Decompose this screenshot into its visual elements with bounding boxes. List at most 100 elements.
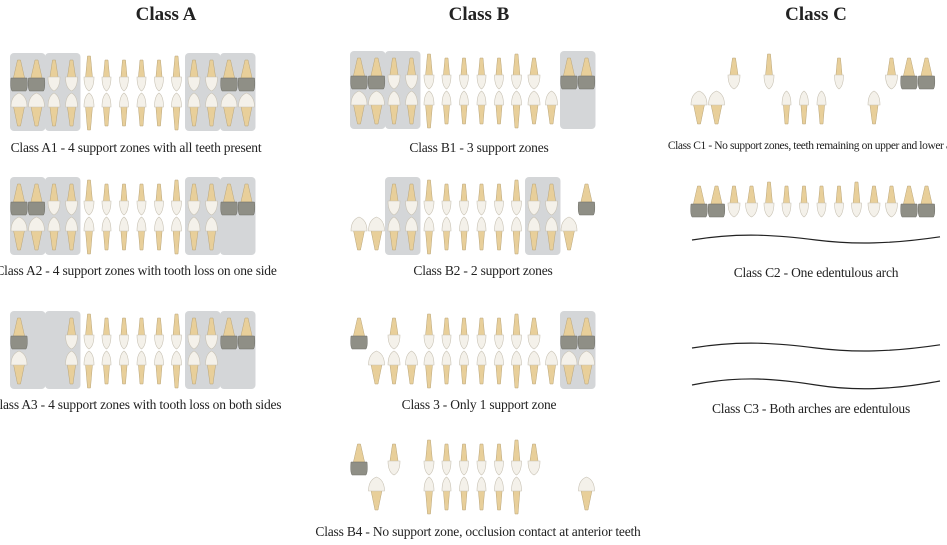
tooth-upper-2 bbox=[708, 186, 725, 217]
tooth-upper-1 bbox=[691, 186, 708, 217]
tooth-upper-14 bbox=[918, 58, 935, 89]
tooth-upper-13 bbox=[901, 186, 918, 217]
support-zone-3 bbox=[185, 311, 221, 389]
support-zone-4 bbox=[220, 311, 256, 389]
tooth-upper-5 bbox=[84, 180, 94, 215]
support-zone-2 bbox=[385, 51, 421, 129]
tooth-upper-6 bbox=[442, 318, 451, 349]
tooth-lower-6 bbox=[102, 351, 111, 384]
tooth-lower-10 bbox=[172, 93, 182, 130]
panel-a3-caption: Class A3 - 4 support zones with tooth lo… bbox=[0, 397, 281, 413]
tooth-lower-10 bbox=[172, 217, 182, 254]
tooth-upper-10 bbox=[512, 180, 522, 215]
tooth-upper-5 bbox=[764, 54, 774, 89]
tooth-lower-9 bbox=[495, 351, 504, 384]
tooth-upper-6 bbox=[442, 184, 451, 215]
tooth-lower-2 bbox=[369, 477, 385, 510]
tooth-lower-5 bbox=[84, 351, 94, 388]
tooth-lower-8 bbox=[477, 351, 486, 384]
tooth-lower-2 bbox=[709, 91, 725, 124]
tooth-upper-6 bbox=[102, 318, 111, 349]
tooth-upper-6 bbox=[782, 186, 791, 217]
tooth-upper-9 bbox=[495, 444, 504, 475]
tooth-lower-10 bbox=[512, 217, 522, 254]
support-zone-1 bbox=[350, 51, 386, 129]
panel-c1-caption: Class C1 - No support zones, teeth remai… bbox=[668, 140, 947, 152]
tooth-lower-11 bbox=[528, 91, 540, 124]
tooth-upper-11 bbox=[528, 444, 540, 475]
tooth-upper-8 bbox=[477, 318, 486, 349]
tooth-lower-8 bbox=[477, 217, 486, 250]
tooth-lower-7 bbox=[800, 91, 809, 124]
support-zone-4 bbox=[220, 177, 256, 255]
panel-a1-caption: Class A1 - 4 support zones with all teet… bbox=[11, 140, 262, 156]
panel-b4-figure bbox=[350, 436, 602, 516]
tooth-upper-6 bbox=[442, 444, 451, 475]
tooth-upper-5 bbox=[424, 54, 434, 89]
tooth-upper-8 bbox=[477, 444, 486, 475]
panel-a1-figure bbox=[10, 52, 262, 132]
support-zone-4 bbox=[220, 53, 256, 131]
support-zone-2 bbox=[45, 53, 81, 131]
support-zone-1 bbox=[10, 311, 46, 389]
tooth-upper-3 bbox=[388, 444, 400, 475]
tooth-upper-8 bbox=[817, 186, 826, 217]
tooth-lower-6 bbox=[442, 217, 451, 250]
column-title-class-c: Class C bbox=[716, 4, 916, 26]
tooth-upper-13 bbox=[901, 58, 918, 89]
tooth-upper-7 bbox=[120, 318, 129, 349]
tooth-upper-12 bbox=[886, 186, 898, 217]
tooth-lower-12 bbox=[546, 91, 558, 124]
tooth-upper-12 bbox=[886, 58, 898, 89]
edentulous-ridge bbox=[692, 379, 940, 389]
tooth-upper-8 bbox=[137, 184, 146, 215]
tooth-lower-7 bbox=[120, 351, 129, 384]
tooth-lower-5 bbox=[424, 351, 434, 388]
tooth-lower-6 bbox=[442, 91, 451, 124]
tooth-upper-9 bbox=[155, 60, 164, 91]
support-zone-3 bbox=[185, 177, 221, 255]
tooth-upper-10 bbox=[512, 54, 522, 89]
panel-a3-figure bbox=[10, 310, 262, 390]
panel-a2-figure bbox=[10, 176, 262, 256]
tooth-upper-8 bbox=[137, 60, 146, 91]
tooth-upper-6 bbox=[102, 60, 111, 91]
tooth-upper-9 bbox=[495, 184, 504, 215]
support-zone-1 bbox=[10, 177, 46, 255]
tooth-lower-8 bbox=[137, 351, 146, 384]
tooth-lower-9 bbox=[495, 217, 504, 250]
tooth-upper-14 bbox=[918, 186, 935, 217]
tooth-upper-1 bbox=[351, 444, 368, 475]
tooth-lower-5 bbox=[84, 93, 94, 130]
tooth-upper-11 bbox=[528, 318, 540, 349]
tooth-upper-10 bbox=[512, 314, 522, 349]
tooth-lower-8 bbox=[477, 477, 486, 510]
tooth-upper-7 bbox=[120, 60, 129, 91]
tooth-upper-8 bbox=[137, 318, 146, 349]
tooth-upper-5 bbox=[764, 182, 774, 217]
tooth-lower-1 bbox=[351, 217, 367, 250]
tooth-lower-8 bbox=[477, 91, 486, 124]
tooth-lower-7 bbox=[460, 91, 469, 124]
tooth-lower-13 bbox=[561, 217, 577, 250]
tooth-lower-1 bbox=[691, 91, 707, 124]
tooth-upper-7 bbox=[460, 318, 469, 349]
tooth-lower-4 bbox=[406, 351, 418, 384]
panel-c3-figure bbox=[690, 330, 942, 400]
tooth-upper-5 bbox=[84, 314, 94, 349]
tooth-upper-7 bbox=[120, 184, 129, 215]
tooth-lower-8 bbox=[137, 93, 146, 126]
tooth-lower-10 bbox=[172, 351, 182, 388]
tooth-upper-9 bbox=[835, 58, 844, 89]
tooth-upper-9 bbox=[155, 184, 164, 215]
tooth-lower-12 bbox=[546, 351, 558, 384]
tooth-lower-7 bbox=[460, 217, 469, 250]
tooth-upper-7 bbox=[460, 58, 469, 89]
tooth-upper-5 bbox=[424, 180, 434, 215]
tooth-lower-7 bbox=[460, 351, 469, 384]
tooth-lower-5 bbox=[424, 217, 434, 254]
edentulous-ridge bbox=[692, 235, 940, 243]
panel-b1-figure bbox=[350, 50, 602, 130]
tooth-upper-7 bbox=[800, 186, 809, 217]
panel-c2-caption: Class C2 - One edentulous arch bbox=[734, 265, 899, 281]
